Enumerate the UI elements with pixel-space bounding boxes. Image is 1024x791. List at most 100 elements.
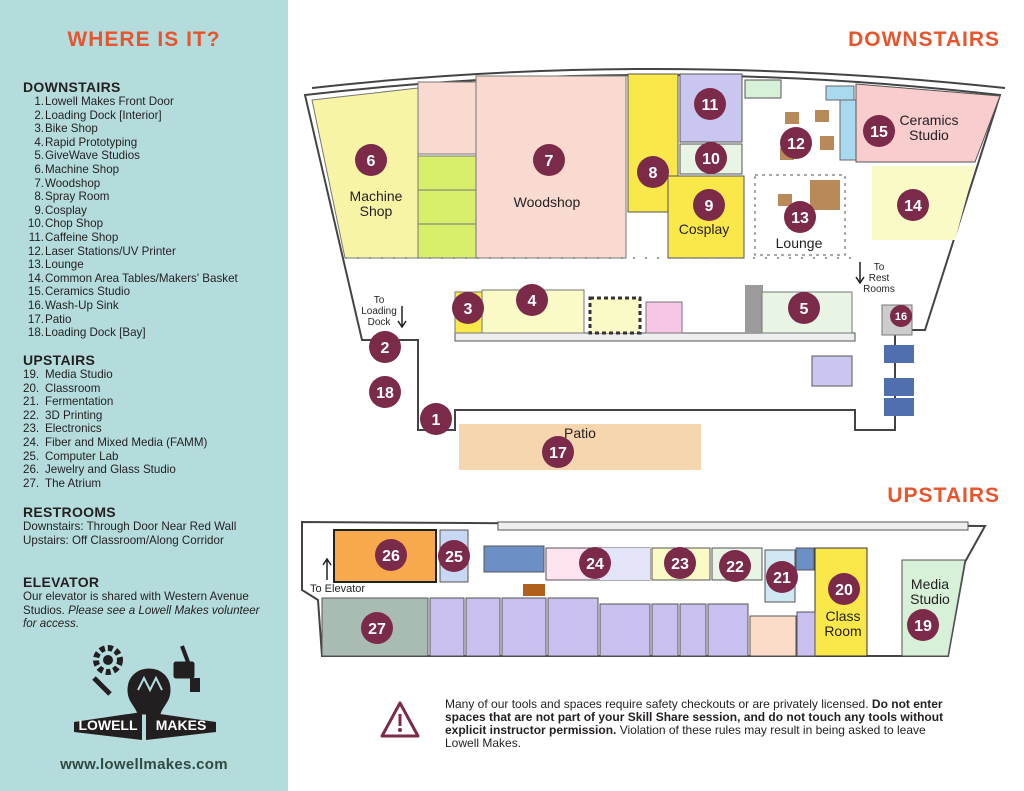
legend-item: 21. Fermentation [23, 395, 268, 409]
legend-item-number: 7. [34, 176, 44, 190]
marker-18 [369, 376, 401, 408]
legend-downstairs-title: DOWNSTAIRS [23, 79, 121, 95]
marker-label-3: 3 [464, 301, 473, 318]
marker-label-10: 10 [702, 151, 720, 168]
marker-12 [780, 127, 812, 159]
legend-item-label: Lounge [45, 258, 84, 272]
legend-item-number: 15. [27, 285, 44, 299]
legend-item: 20.Classroom [23, 382, 268, 396]
studio [465, 597, 501, 657]
legend-elevator: ELEVATOR Our elevator is shared with Wes… [23, 575, 268, 631]
legend-item: 17.Patio [23, 313, 268, 327]
legend-item: 5.GiveWave Studios [23, 149, 268, 163]
arrow-icon [322, 557, 332, 566]
legend-item-number: 21. [23, 395, 40, 409]
marker-label-19: 19 [914, 618, 932, 635]
legend-item-label: Electronics [45, 422, 102, 436]
stairs-column [745, 285, 763, 333]
marker-27 [361, 612, 393, 644]
legend-item: 3.Bike Shop [23, 122, 268, 136]
arrow-icon [855, 276, 865, 285]
studio [547, 597, 599, 657]
room-media-studio [901, 559, 966, 657]
marker-23 [664, 547, 696, 579]
marker-label-1: 1 [432, 412, 441, 429]
warning-notice: Many of our tools and spaces require saf… [445, 698, 945, 750]
legend-item-label: Machine Shop [45, 162, 120, 176]
legend-item: 9.Cosplay [23, 204, 268, 218]
room-closet-3 [417, 223, 477, 259]
marker-label-14: 14 [904, 198, 922, 215]
legend-item-number: 27. [23, 476, 40, 490]
legend-item-label: Fiber and Mixed Media (FAMM) [45, 435, 208, 449]
legend-item-label: Lowell Makes Front Door [45, 95, 174, 108]
elevator-note: Please see a Lowell Makes volunteer for … [23, 603, 260, 631]
legend-item-number: 2. [34, 108, 44, 122]
legend-item-label: Cosplay [45, 203, 87, 217]
legend-item-label: Wash-Up Sink [45, 298, 119, 312]
legend-item-number: 5. [34, 149, 44, 163]
legend-item-number: 9. [34, 203, 44, 217]
marker-5 [788, 292, 820, 324]
studio [651, 603, 679, 657]
legend-item-number: 10. [27, 217, 44, 231]
label-lounge: Lounge [776, 235, 823, 251]
legend-item-number: 26. [23, 463, 40, 477]
upstairs-heading: UPSTAIRS [887, 484, 1000, 507]
marker-label-8: 8 [649, 165, 658, 182]
legend-item: 1.Lowell Makes Front Door [23, 95, 268, 109]
room-closet-2 [417, 189, 477, 225]
counter [744, 79, 782, 99]
label-ceramics: Ceramics [899, 112, 958, 128]
marker-label-11: 11 [702, 97, 719, 114]
counter-blue [839, 99, 857, 161]
marker-label-7: 7 [545, 153, 554, 170]
legend-item: 16.Wash-Up Sink [23, 299, 268, 313]
legend-item: 12.Laser Stations/UV Printer [23, 245, 268, 259]
legend-restrooms-text: Downstairs: Through Door Near Red Wall U… [23, 520, 237, 547]
label-to-loading-dock: Dock [368, 317, 392, 328]
label-ceramics: Studio [909, 127, 949, 143]
website-link[interactable]: www.lowellmakes.com [60, 756, 228, 773]
legend-item: 26.Jewelry and Glass Studio [23, 463, 268, 477]
warning-bold: Do not enter spaces that are not part of… [445, 697, 944, 737]
marker-22 [719, 550, 751, 582]
marker-label-2: 2 [381, 340, 390, 357]
legend-item-number: 4. [34, 135, 44, 149]
label-machine-shop: Machine [350, 188, 403, 204]
restroom [884, 345, 914, 363]
restroom-upstairs [795, 547, 815, 571]
legend-item-number: 22. [23, 408, 40, 422]
laser-table [785, 112, 799, 124]
marker-14 [897, 189, 929, 221]
legend-item-number: 1. [34, 95, 44, 108]
marker-4 [516, 284, 548, 316]
legend-item: 15.Ceramics Studio [23, 285, 268, 299]
legend-item-label: 3D Printing [45, 408, 103, 422]
legend-item-label: Woodshop [45, 176, 101, 190]
legend-item-label: GiveWave Studios [45, 149, 140, 163]
marker-label-16: 16 [895, 311, 907, 323]
studio [796, 611, 816, 657]
shelving [588, 296, 642, 335]
legend-item: 19.Media Studio [23, 368, 268, 382]
room-storage [811, 355, 853, 387]
label-to-loading-dock: Loading [361, 306, 397, 317]
legend-item: 11.Caffeine Shop [23, 231, 268, 245]
legend-item-label: Fermentation [45, 395, 114, 409]
marker-label-23: 23 [671, 556, 689, 573]
legend-item-number: 14. [27, 271, 44, 285]
label-machine-shop: Shop [360, 203, 393, 219]
warning-line1: Many of our tools and spaces require saf… [445, 697, 869, 711]
legend-item: 8.Spray Room [23, 190, 268, 204]
legend-item-label: Bike Shop [45, 122, 98, 136]
upstairs-floor [301, 520, 987, 657]
room-blue-upstairs [483, 545, 545, 573]
legend-item-number: 3. [34, 122, 44, 136]
marker-label-6: 6 [367, 153, 376, 170]
legend-item-label: Ceramics Studio [45, 285, 131, 299]
legend-item-label: Chop Shop [45, 217, 104, 231]
marker-label-26: 26 [382, 548, 400, 565]
marker-25 [438, 540, 470, 572]
